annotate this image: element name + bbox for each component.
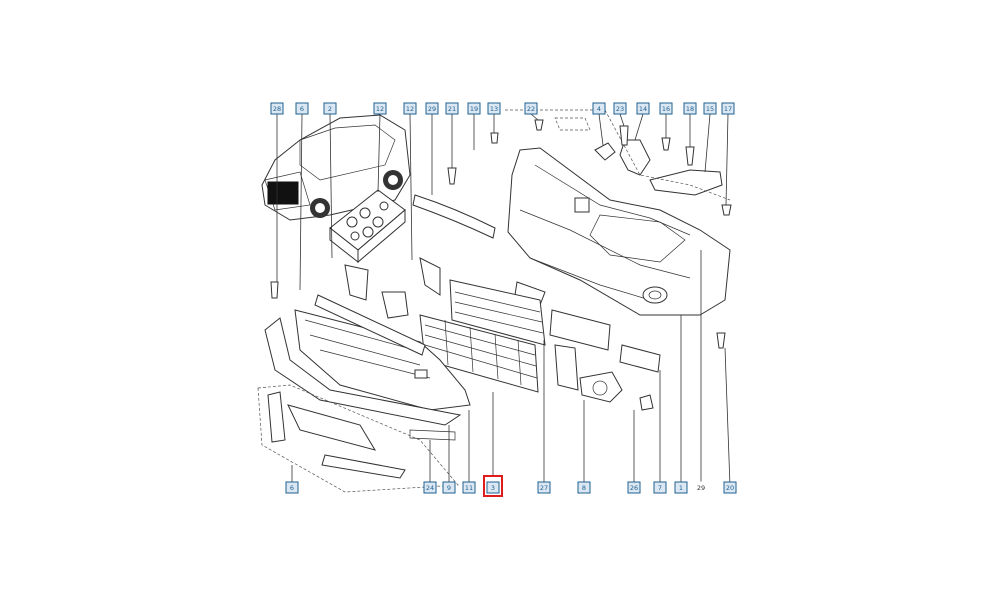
upper-trim-strip bbox=[412, 194, 496, 239]
trim-7-strip bbox=[619, 344, 661, 373]
callout-label: 17 bbox=[724, 105, 732, 113]
lower-spoiler bbox=[264, 309, 471, 426]
callout-label: 21 bbox=[448, 105, 456, 113]
upper-spoiler-strip bbox=[314, 294, 426, 356]
callout-6-top: 6 bbox=[295, 102, 309, 115]
callout-label: 7 bbox=[658, 484, 662, 492]
lower-skirt-group bbox=[257, 384, 459, 493]
callout-14-top: 14 bbox=[636, 102, 650, 115]
parts-box bbox=[329, 189, 406, 264]
callout-label: 8 bbox=[582, 484, 586, 492]
callout-label: 6 bbox=[290, 484, 294, 492]
callout-3-bottom: 3 bbox=[486, 481, 500, 494]
fasteners bbox=[270, 119, 732, 349]
callout-20-bottom: 20 bbox=[723, 481, 737, 494]
callout-label: 12 bbox=[406, 105, 414, 113]
side-insert-left bbox=[344, 264, 369, 301]
callout-26-bottom: 26 bbox=[627, 481, 641, 494]
callout-label: 3 bbox=[491, 484, 495, 492]
spoiler-tag bbox=[414, 369, 428, 379]
callout-4-top: 4 bbox=[592, 102, 606, 115]
callout-21-top: 21 bbox=[445, 102, 459, 115]
side-insert-12 bbox=[419, 257, 441, 296]
callout-29-top: 29 bbox=[425, 102, 439, 115]
callout-label: 11 bbox=[465, 484, 473, 492]
callout-label: 15 bbox=[706, 105, 714, 113]
callout-12-top-b: 12 bbox=[403, 102, 417, 115]
small-clip-26 bbox=[639, 394, 654, 411]
front-bumper bbox=[507, 147, 731, 316]
callout-15-top: 15 bbox=[703, 102, 717, 115]
callout-label: 13 bbox=[490, 105, 498, 113]
callout-label: 12 bbox=[376, 105, 384, 113]
callout-22-top: 22 bbox=[524, 102, 538, 115]
side-insert-mid bbox=[381, 291, 409, 319]
callout-label: 9 bbox=[447, 484, 451, 492]
callout-label: 28 bbox=[273, 105, 281, 113]
callout-16-top: 16 bbox=[659, 102, 673, 115]
bumper-bracket-left bbox=[619, 139, 651, 176]
callout-label: 19 bbox=[470, 105, 478, 113]
callout-label: 6 bbox=[300, 105, 304, 113]
callout-2-top: 2 bbox=[323, 102, 337, 115]
callout-1-bottom: 1 bbox=[674, 481, 688, 494]
callout-23-top: 23 bbox=[613, 102, 627, 115]
callout-18-top: 18 bbox=[683, 102, 697, 115]
callout-19-top: 19 bbox=[467, 102, 481, 115]
callout-27-bottom: 27 bbox=[537, 481, 551, 494]
callout-label: 16 bbox=[662, 105, 670, 113]
callout-label: 20 bbox=[726, 484, 734, 492]
callout-label: 27 bbox=[540, 484, 548, 492]
callout-12-top-a: 12 bbox=[373, 102, 387, 115]
callout-label: 29 bbox=[697, 484, 705, 492]
callout-13-top: 13 bbox=[487, 102, 501, 115]
callout-highlight-frame bbox=[483, 475, 503, 497]
callout-label: 1 bbox=[679, 484, 683, 492]
callout-label: 24 bbox=[426, 484, 434, 492]
callout-17-top: 17 bbox=[721, 102, 735, 115]
dashed-bracket-outline bbox=[505, 109, 731, 201]
upper-clip bbox=[594, 142, 616, 161]
callout-11-bottom: 11 bbox=[462, 481, 476, 494]
callout-28-top: 28 bbox=[270, 102, 284, 115]
callout-29-bottom: 29 bbox=[694, 481, 708, 494]
callout-9-bottom: 9 bbox=[442, 481, 456, 494]
callout-label: 23 bbox=[616, 105, 624, 113]
center-grille bbox=[419, 279, 546, 393]
callout-7-bottom: 7 bbox=[653, 481, 667, 494]
callout-label: 14 bbox=[639, 105, 647, 113]
fog-lamp-housing bbox=[579, 371, 623, 403]
callout-label: 2 bbox=[328, 105, 332, 113]
fog-lamp-bracket bbox=[554, 344, 579, 391]
callout-label: 26 bbox=[630, 484, 638, 492]
callout-label: 22 bbox=[527, 105, 535, 113]
callout-label: 18 bbox=[686, 105, 694, 113]
callout-label: 29 bbox=[428, 105, 436, 113]
leader-lines bbox=[276, 113, 731, 487]
callout-label: 4 bbox=[597, 105, 601, 113]
bumper-bracket-right bbox=[649, 169, 723, 196]
trim-27-strip bbox=[549, 309, 611, 351]
callout-6-bottom: 6 bbox=[285, 481, 299, 494]
callout-8-bottom: 8 bbox=[577, 481, 591, 494]
callout-24-bottom: 24 bbox=[423, 481, 437, 494]
